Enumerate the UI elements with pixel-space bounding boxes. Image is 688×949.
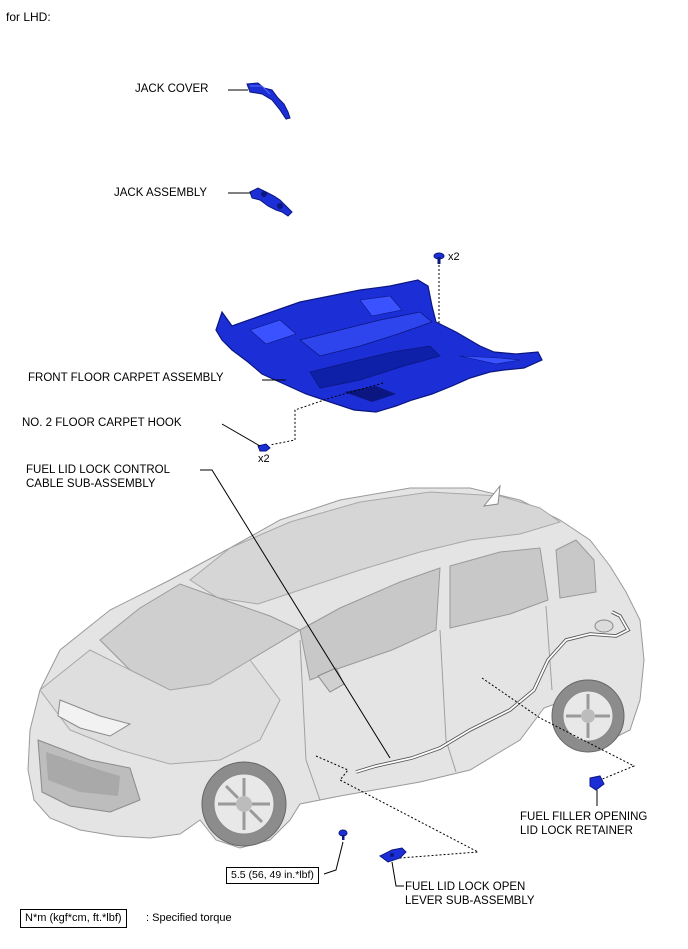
fuel-lid-door — [594, 619, 614, 633]
fuel-lid-cable-label: FUEL LID LOCK CONTROL CABLE SUB-ASSEMBLY — [26, 464, 170, 490]
lever-leader — [391, 861, 404, 887]
carpet-clip-part[interactable] — [433, 252, 445, 264]
hook-dashed-leader — [269, 382, 384, 446]
jack-cover-part[interactable] — [246, 82, 291, 120]
front-floor-carpet-label: FRONT FLOOR CARPET ASSEMBLY — [28, 372, 224, 384]
jack-assembly-label: JACK ASSEMBLY — [114, 187, 208, 199]
hook-qty-label: x2 — [258, 453, 270, 465]
variant-label: for LHD: — [6, 10, 51, 24]
lever-dashed-leader — [315, 755, 480, 859]
clip-qty-label: x2 — [448, 251, 460, 263]
floor-carpet-hook-label: NO. 2 FLOOR CARPET HOOK — [22, 417, 182, 429]
fuel-lid-cable-route[interactable] — [355, 611, 630, 773]
fuel-filler-retainer-part[interactable] — [589, 775, 605, 791]
torque-value-box: 5.5 (56, 49 in.*lbf) — [226, 867, 319, 884]
front-floor-carpet-part[interactable] — [215, 279, 543, 413]
cable-leader — [200, 469, 391, 759]
lever-bolt-part[interactable] — [338, 829, 348, 840]
legend-unit-box: N*m (kgf*cm, ft.*lbf) — [20, 909, 127, 928]
torque-leader — [323, 841, 344, 875]
hook-leader — [221, 423, 261, 447]
jack-cover-label: JACK COVER — [135, 83, 209, 95]
fuel-lid-lever-label: FUEL LID LOCK OPEN LEVER SUB-ASSEMBLY — [405, 881, 535, 907]
fuel-filler-retainer-label: FUEL FILLER OPENING LID LOCK RETAINER — [520, 811, 648, 837]
fuel-lid-lever-part[interactable] — [379, 847, 407, 863]
vehicle-body — [27, 484, 645, 849]
legend-text: : Specified torque — [146, 912, 232, 924]
jack-assembly-part[interactable] — [249, 187, 293, 217]
floor-carpet-hook-part[interactable] — [257, 443, 271, 452]
